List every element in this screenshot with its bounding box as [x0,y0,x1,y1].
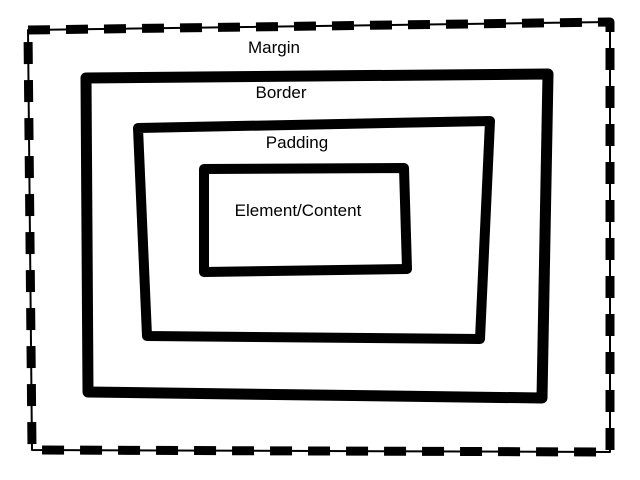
margin-box [23,17,615,457]
margin-label: Margin [248,38,300,57]
padding-label: Padding [266,133,328,152]
content-box [199,163,412,277]
content-label: Element/Content [235,201,362,220]
border-label: Border [255,83,306,102]
border-box [80,68,554,404]
margin-dashes [23,17,615,457]
padding-box [133,116,495,344]
